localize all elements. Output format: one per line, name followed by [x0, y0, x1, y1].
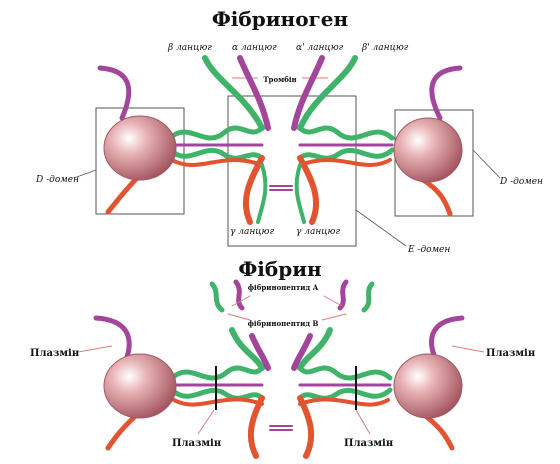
- plasmin-label-bottom-right: Плазмін: [344, 438, 393, 449]
- plasmin-label-bottom-left: Плазмін: [172, 438, 221, 449]
- e-domain-label: E -домен: [407, 245, 450, 255]
- fibrinogen-title: Фібриноген: [212, 7, 348, 31]
- e-domain-box: [228, 96, 356, 246]
- thrombin-label: Тромбін: [263, 75, 296, 84]
- plasmin-pointer-bottom-left: [198, 410, 214, 434]
- fibrin-globule-left: [104, 354, 176, 418]
- fibrin-coil-green-right-2: [300, 390, 390, 398]
- gamma-chain-label-left: γ ланцюг: [230, 227, 274, 237]
- coil-green-right: [300, 128, 392, 138]
- gamma-chain-label-right: γ ланцюг: [296, 227, 340, 237]
- coil-red-left: [172, 160, 262, 165]
- plasmin-label-top-left: Плазмін: [30, 348, 79, 359]
- fibrinopeptide-green-right: [364, 284, 372, 310]
- gamma-green-left: [258, 165, 265, 222]
- d-domain-label-left: D -домен: [35, 175, 79, 185]
- plasmin-pointer-bottom-right: [356, 410, 370, 434]
- gamma-green-right: [297, 165, 304, 222]
- e-domain-leader: [356, 210, 406, 246]
- fibrinopeptide-purple-right: [340, 282, 346, 308]
- fibrin-coil-green-right: [300, 368, 390, 378]
- fibrinopeptide-green-left: [212, 284, 222, 310]
- fibrin-title: Фібрин: [238, 257, 321, 281]
- plasmin-pointer-top-right: [452, 346, 484, 352]
- fibrin-purple-tail-right: [432, 318, 462, 360]
- plasmin-label-top-right: Плазмін: [486, 348, 535, 359]
- coil-green-right-2: [300, 150, 392, 158]
- gamma-tail-left: [108, 175, 140, 212]
- beta-chain-label: β ланцюг: [167, 43, 212, 53]
- beta-chain-tail-left: [100, 68, 129, 118]
- alpha-chain-label: α ланцюг: [232, 43, 277, 53]
- fibrin-globule-right: [394, 354, 462, 418]
- fibrinopeptide-b-label: фібринопептид B: [248, 319, 319, 328]
- coil-red-right: [300, 160, 390, 165]
- fibrin-coil-red-right: [300, 399, 388, 404]
- d-domain-globule-right: [394, 118, 462, 182]
- alpha-prime-chain-label: α' ланцюг: [296, 43, 344, 53]
- fibrin-purple-tail-left: [96, 318, 129, 360]
- fibrinopeptide-a-label: фібринопептид А: [248, 283, 319, 292]
- beta-prime-chain-label: β' ланцюг: [361, 43, 409, 53]
- d-domain-label-right: D -домен: [499, 177, 543, 187]
- fibrin-gamma-left: [251, 398, 262, 456]
- fibrinopeptide-purple-left: [236, 282, 242, 308]
- fpb-pointer-right: [322, 314, 346, 320]
- plasmin-pointer-top-left: [78, 346, 112, 352]
- gamma-tail-right: [420, 178, 450, 214]
- fpb-pointer-left: [228, 314, 250, 320]
- d-domain-globule-left: [104, 116, 176, 180]
- fibrin-coil-red-left: [174, 399, 262, 404]
- fibrin-gamma-right: [300, 398, 311, 456]
- d-domain-leader-right: [473, 150, 500, 178]
- fpa-pointer-right: [324, 296, 342, 306]
- d-domain-leader-left: [74, 170, 96, 178]
